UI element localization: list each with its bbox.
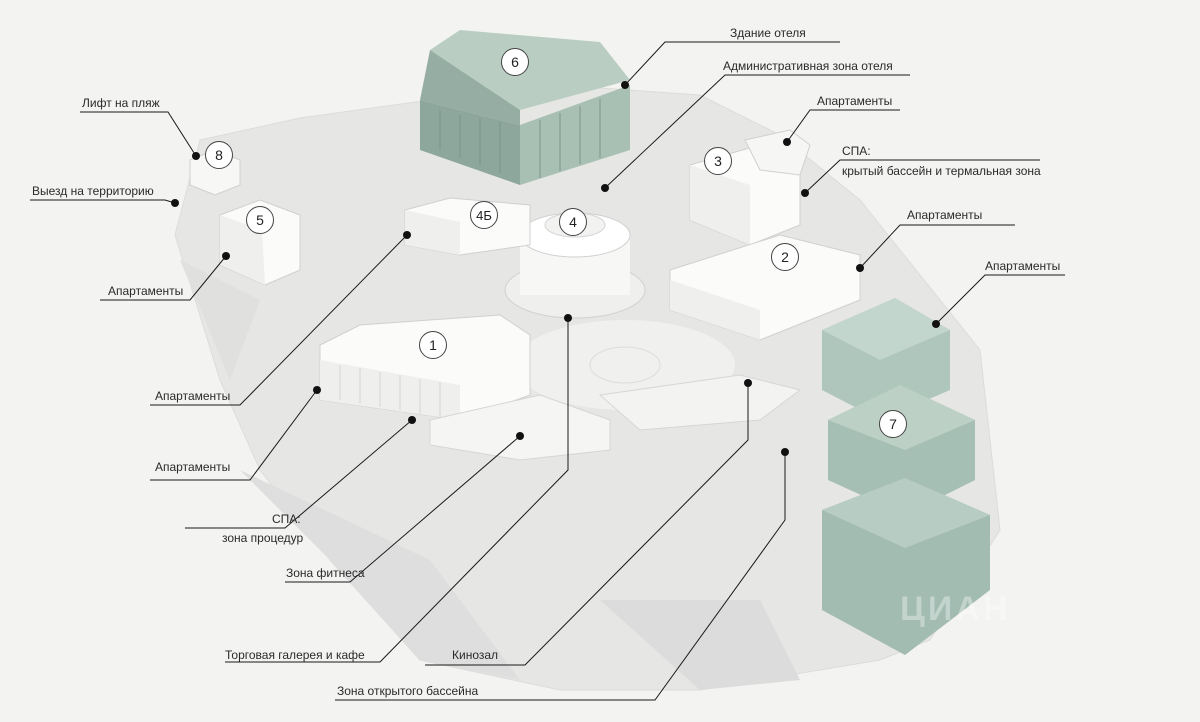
leader-dot [564,314,572,322]
label-spa-title-2: СПА: [272,512,301,526]
hotel-windows [439,99,601,178]
leader-cinema [425,383,749,666]
leader-dot [171,199,179,207]
leader-dot [781,448,789,456]
leader-dots [171,81,940,456]
plaza-ring [589,346,661,384]
label-apartments-3: Апартаменты [817,94,893,108]
label-spa-pool: крытый бассейн и термальная зона [842,164,1041,178]
label-spa-title: СПА: [842,144,871,158]
lower-platform [429,394,611,461]
marker-6: 6 [501,48,529,76]
label-apartments-1: Апартаменты [155,460,231,474]
leader-dot [932,320,940,328]
leader-apartments-4b [150,234,408,406]
building-spa-pool [744,129,811,176]
building-1-windows [339,365,441,417]
leader-fitness [225,318,569,663]
marker-1: 1 [419,331,447,359]
label-apartments-2: Апартаменты [907,208,983,222]
marker-4: 4 [559,208,587,236]
label-beach-lift: Лифт на пляж [82,96,160,110]
hotel-front [520,85,630,185]
leader-dot [403,231,411,239]
label-hotel-admin: Административная зона отеля [723,59,893,73]
label-apartments-5: Апартаменты [108,284,184,298]
watermark: ЦИАН [900,590,1011,628]
leader-dot [313,386,321,394]
hotel-wing [420,50,520,125]
marker-5: 5 [246,206,274,234]
label-exit: Выезд на территорию [32,184,154,198]
leader-dot [601,184,609,192]
terrain-facet [180,260,260,380]
leader-dot [744,379,752,387]
cinema-platform [598,374,802,431]
marker-3: 3 [704,147,732,175]
leader-apartments-2 [859,224,1015,269]
leader-hotel-admin [604,74,910,189]
leader-dot [621,81,629,89]
leader-exit [30,199,176,204]
label-outdoor-pool: Зона открытого бассейна [337,684,479,698]
label-spa-procedures: зона процедур [222,531,304,545]
building-3-side [690,165,750,245]
leader-dot [801,189,809,197]
leader-apartments-7 [935,274,1065,325]
leader-lines [30,41,1065,701]
terrain-facet [240,470,520,680]
leader-dot [783,138,791,146]
leader-apartments-5 [100,255,227,301]
leader-apartments-1 [150,389,318,481]
label-cinema: Кинозал [452,648,499,662]
leader-spa-pool [804,159,1040,194]
label-gallery: Торговая галерея и кафе [225,648,365,662]
building-1-front [320,360,460,420]
marker-7: 7 [879,410,907,438]
marker-4b: 4Б [470,201,498,229]
cube-top [822,298,950,420]
label-apartments-4b: Апартаменты [155,389,231,403]
building-2-front [670,280,760,340]
leader-dot [222,252,230,260]
leader-dot [516,432,524,440]
leader-apartments-bottom [185,419,413,529]
leader-dot [408,416,416,424]
leader-hotel-building [624,41,840,86]
leader-beach-lift [80,111,197,157]
hotel-side [420,100,520,185]
label-fitness: Зона фитнеса [286,566,365,580]
building-4b-front [405,210,460,255]
label-apartments-7: Апартаменты [985,259,1061,273]
leader-dot [856,264,864,272]
label-hotel-building: Здание отеля [730,26,806,40]
leader-dot [192,152,200,160]
leader-outdoor-pool [335,452,786,701]
marker-2: 2 [771,243,799,271]
cube-bottom [822,478,990,655]
leader-spa-procedures [285,435,521,583]
hotel-roof [430,30,630,110]
marker-8: 8 [205,141,233,169]
terrain-facet [600,600,800,690]
leader-apartments-3 [786,109,900,143]
